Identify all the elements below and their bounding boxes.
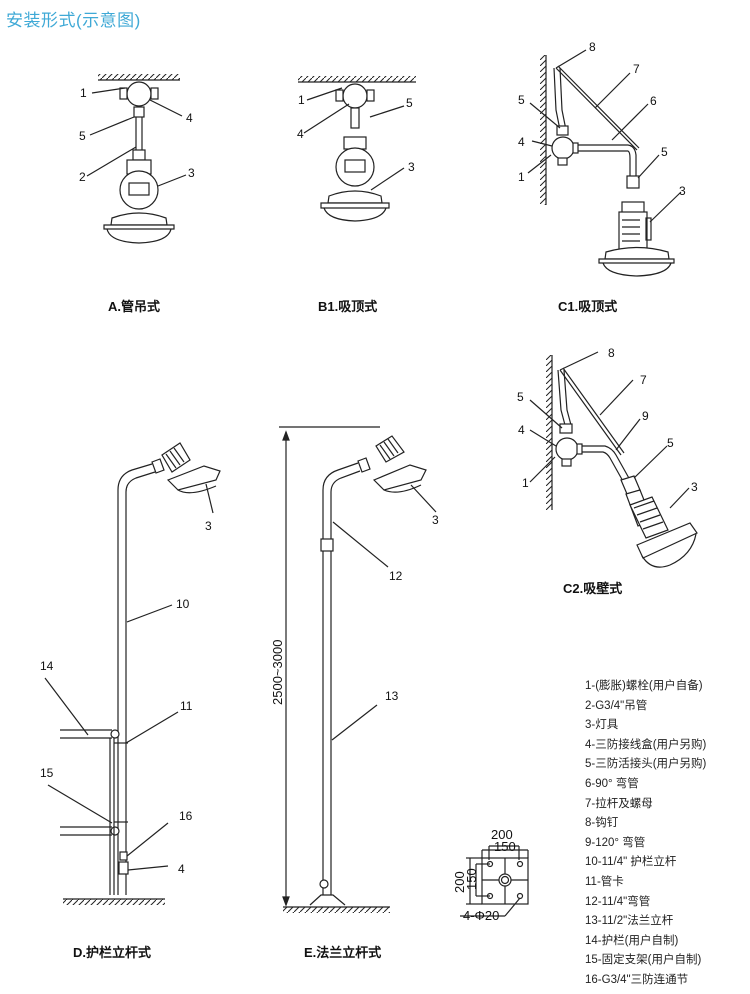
legend-item: 12-11/4"弯管: [585, 895, 651, 908]
callout-c1-5b: 5: [661, 145, 668, 159]
legend-item: 10-11/4" 护栏立杆: [585, 856, 677, 869]
callout-c1-3: 3: [679, 184, 686, 198]
legend-item: 1-(膨胀)螺栓(用户自备): [585, 680, 703, 692]
caption-a: A.管吊式: [108, 299, 161, 314]
callout-c1-4: 4: [518, 135, 525, 149]
callout-c2-5a: 5: [517, 390, 524, 404]
legend-item: 6-90° 弯管: [585, 777, 639, 790]
legend-item: 15-固定支架(用户自制): [585, 954, 702, 967]
caption-b1: B1.吸顶式: [318, 299, 378, 314]
callout-c2-1: 1: [522, 476, 529, 490]
caption-c1: C1.吸顶式: [558, 299, 618, 314]
legend-item: 4-三防接线盒(用户另购): [585, 738, 707, 751]
callout-c2-3: 3: [691, 480, 698, 494]
callout-d-10: 10: [176, 597, 190, 611]
callout-a-4: 4: [186, 111, 193, 125]
legend-item: 3-灯具: [585, 719, 619, 732]
callout-a-2: 2: [79, 170, 86, 184]
legend-item: 14-护栏(用户自制): [585, 934, 679, 947]
fixture-b1-ceiling: [298, 76, 416, 222]
callout-c2-4: 4: [518, 423, 525, 437]
legend-item: 11-管卡: [585, 875, 624, 888]
fixture-e-flange-pole: [279, 426, 437, 913]
callout-e-12: 12: [389, 569, 403, 583]
legend-item: 5-三防活接头(用户另购): [585, 758, 707, 771]
flange-width-outer: 200: [491, 827, 513, 842]
flange-width-inner: 150: [494, 839, 516, 854]
callout-e-13: 13: [385, 689, 399, 703]
callout-d-16: 16: [179, 809, 193, 823]
callout-b1-3: 3: [408, 160, 415, 174]
legend-item: 8-钩钉: [585, 817, 619, 830]
callout-c1-1: 1: [518, 170, 525, 184]
callout-c2-5b: 5: [667, 436, 674, 450]
caption-c2: C2.吸壁式: [563, 581, 623, 596]
fixture-d-guardrail-pole: [44, 442, 221, 905]
callout-b1-4: 4: [297, 127, 304, 141]
callout-d-3: 3: [205, 519, 212, 533]
callout-c1-7: 7: [633, 62, 640, 76]
pole-height-dimension: 2500~3000: [270, 640, 285, 705]
legend-item: 16-G3/4"三防连通节: [585, 973, 689, 986]
callout-d-14: 14: [40, 659, 54, 673]
caption-d: D.护栏立杆式: [73, 945, 152, 960]
flange-holes: 4-Φ20: [463, 908, 499, 923]
parts-legend: 1-(膨胀)螺栓(用户自备) 2-G3/4"吊管 3-灯具 4-三防接线盒(用户…: [585, 677, 706, 991]
callout-d-4: 4: [178, 862, 185, 876]
callout-c1-8: 8: [589, 40, 596, 54]
flange-plate-detail: [460, 845, 529, 917]
callout-e-3: 3: [432, 513, 439, 527]
legend-item: 13-11/2"法兰立杆: [585, 915, 674, 928]
fixture-a-pipe-pendant: [86, 74, 187, 244]
page-title: 安装形式(示意图): [6, 11, 141, 30]
callout-b1-1: 1: [298, 93, 305, 107]
callout-c1-5a: 5: [518, 93, 525, 107]
legend-item: 7-拉杆及螺母: [585, 797, 653, 810]
legend-item: 2-G3/4"吊管: [585, 699, 648, 712]
callout-a-1: 1: [80, 86, 87, 100]
fixture-c1-wall-90: [527, 49, 682, 277]
callout-c2-8: 8: [608, 346, 615, 360]
fixture-c2-wall-120: [529, 351, 698, 568]
flange-height-inner: 150: [464, 868, 479, 890]
callout-a-3: 3: [188, 166, 195, 180]
caption-e: E.法兰立杆式: [304, 945, 382, 960]
callout-d-11: 11: [180, 699, 193, 713]
callout-a-5: 5: [79, 129, 86, 143]
legend-item: 9-120° 弯管: [585, 836, 646, 849]
callout-d-15: 15: [40, 766, 54, 780]
flange-height-outer: 200: [452, 871, 467, 893]
callout-c2-7: 7: [640, 373, 647, 387]
callout-c2-9: 9: [642, 409, 649, 423]
callout-c1-6: 6: [650, 94, 657, 108]
callout-b1-5: 5: [406, 96, 413, 110]
